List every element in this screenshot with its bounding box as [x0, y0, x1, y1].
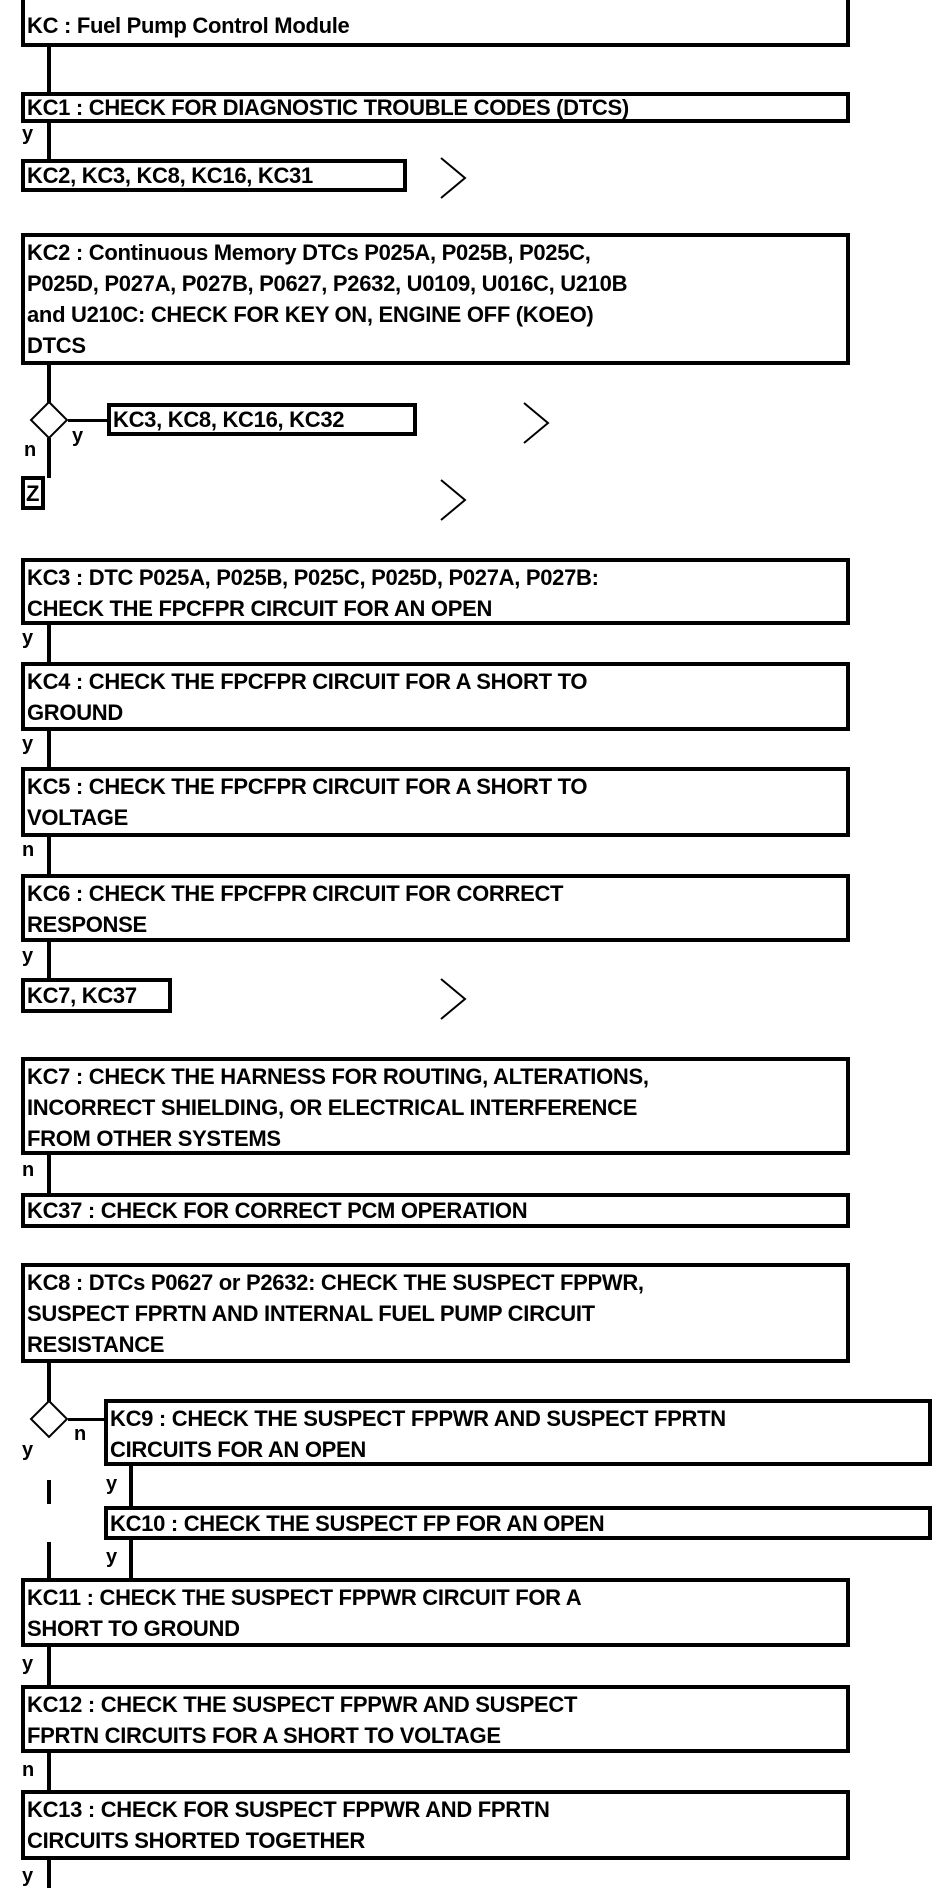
connector-line: [47, 1750, 51, 1792]
yes-label: y: [22, 1653, 34, 1675]
connector-line: [47, 728, 51, 770]
connector-line: [47, 834, 51, 876]
step-kc6[interactable]: KC6 : CHECK THE FPCFPR CIRCUIT FOR CORRE…: [21, 874, 850, 942]
connector-line: [68, 419, 110, 422]
no-label: n: [22, 1759, 35, 1781]
connector-line: [47, 940, 51, 980]
connector-line: [47, 1542, 51, 1582]
connector-line: [47, 1480, 51, 1504]
module-title-box: KC : Fuel Pump Control Module: [21, 0, 850, 47]
step-kc10[interactable]: KC10 : CHECK THE SUSPECT FP FOR AN OPEN: [104, 1506, 932, 1540]
diamond-icon: [29, 1399, 69, 1439]
connector-line: [47, 45, 51, 95]
yes-label: y: [22, 733, 34, 755]
chevron-right-icon[interactable]: [438, 977, 468, 1021]
no-label: n: [22, 839, 35, 861]
connector-line: [47, 120, 51, 162]
chevron-right-icon[interactable]: [438, 478, 468, 522]
connector-line: [68, 1418, 108, 1421]
connector-line: [47, 622, 51, 664]
step-kc8[interactable]: KC8 : DTCs P0627 or P2632: CHECK THE SUS…: [21, 1263, 850, 1363]
no-label: n: [22, 1159, 35, 1181]
yes-label: y: [22, 1439, 34, 1461]
link-box-z[interactable]: Z: [21, 476, 45, 510]
connector-line: [47, 362, 51, 404]
connector-line: [47, 438, 51, 478]
diamond-icon: [29, 400, 69, 440]
connector-line: [129, 1538, 133, 1580]
step-kc5[interactable]: KC5 : CHECK THE FPCFPR CIRCUIT FOR A SHO…: [21, 767, 850, 837]
yes-label: y: [22, 123, 34, 145]
yes-label: y: [22, 627, 34, 649]
no-label: n: [74, 1423, 87, 1445]
connector-line: [47, 1644, 51, 1686]
chevron-right-icon[interactable]: [521, 401, 551, 445]
yes-label: y: [106, 1473, 118, 1495]
yes-label: y: [22, 1865, 34, 1887]
step-kc7[interactable]: KC7 : CHECK THE HARNESS FOR ROUTING, ALT…: [21, 1057, 850, 1155]
connector-line: [47, 1360, 51, 1402]
link-box-after-kc1[interactable]: KC2, KC3, KC8, KC16, KC31: [21, 159, 407, 192]
chevron-right-icon[interactable]: [438, 156, 468, 200]
step-kc4[interactable]: KC4 : CHECK THE FPCFPR CIRCUIT FOR A SHO…: [21, 662, 850, 731]
step-kc13[interactable]: KC13 : CHECK FOR SUSPECT FPPWR AND FPRTN…: [21, 1790, 850, 1860]
yes-label: y: [106, 1546, 118, 1568]
step-kc12[interactable]: KC12 : CHECK THE SUSPECT FPPWR AND SUSPE…: [21, 1685, 850, 1753]
step-kc1[interactable]: KC1 : CHECK FOR DIAGNOSTIC TROUBLE CODES…: [21, 92, 850, 123]
step-kc9[interactable]: KC9 : CHECK THE SUSPECT FPPWR AND SUSPEC…: [104, 1399, 932, 1466]
step-kc2[interactable]: KC2 : Continuous Memory DTCs P025A, P025…: [21, 233, 850, 365]
step-kc37[interactable]: KC37 : CHECK FOR CORRECT PCM OPERATION: [21, 1193, 850, 1228]
no-label: n: [24, 439, 37, 461]
yes-label: y: [72, 425, 84, 447]
connector-line: [129, 1464, 133, 1508]
step-kc11[interactable]: KC11 : CHECK THE SUSPECT FPPWR CIRCUIT F…: [21, 1578, 850, 1647]
link-box-kc2-yes[interactable]: KC3, KC8, KC16, KC32: [107, 403, 417, 436]
connector-line: [47, 1858, 51, 1888]
yes-label: y: [22, 945, 34, 967]
step-kc3[interactable]: KC3 : DTC P025A, P025B, P025C, P025D, P0…: [21, 558, 850, 625]
link-box-after-kc6[interactable]: KC7, KC37: [21, 978, 172, 1013]
connector-line: [47, 1152, 51, 1194]
